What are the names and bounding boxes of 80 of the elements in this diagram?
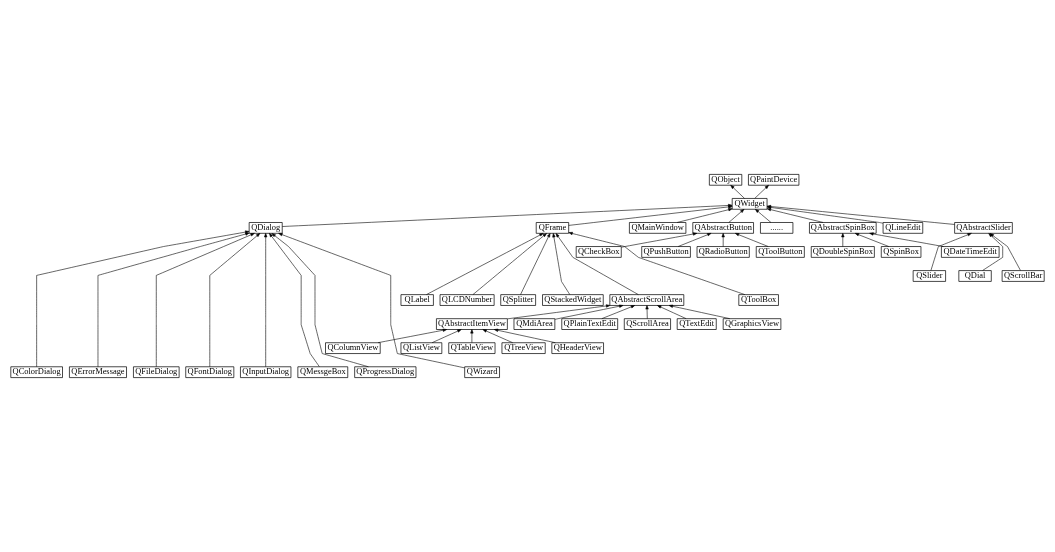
node-box: QDoubleSpinBox (810, 246, 875, 258)
arrow (930, 233, 972, 271)
node-box: QLabel (400, 294, 434, 306)
node-box: QPaintDevice (748, 174, 800, 186)
arrow (734, 233, 769, 247)
arrow (554, 304, 624, 320)
node-box: QErrorMessage (69, 366, 127, 378)
node-box-text: QAbstractSlider (954, 222, 1013, 234)
arrow (621, 232, 698, 248)
node-box: QToolBox (738, 294, 779, 306)
arrow (766, 208, 824, 223)
node-box: ...... (760, 222, 794, 234)
node-box: QMdiArea (513, 318, 556, 330)
node-box: QTreeView (501, 342, 546, 354)
arrow (470, 329, 474, 343)
node-box: QPushButton (641, 246, 691, 258)
node-box: QSplitter (500, 294, 536, 306)
arrow (278, 233, 465, 369)
arrow (601, 305, 636, 319)
arrow (721, 233, 725, 247)
node-box: QSpinBox (880, 246, 922, 258)
arrow (156, 233, 255, 368)
node-box: QProgressDialog (354, 366, 417, 378)
node-box: QScrollBar (1001, 270, 1045, 282)
node-box: QLCDNumber (439, 294, 495, 306)
node-box: QRadioButton (696, 246, 750, 258)
node-box: QObject (709, 174, 743, 186)
node-box: QCheckBox (575, 246, 622, 258)
arrow (507, 304, 611, 320)
arrow (766, 204, 955, 225)
arrow (754, 184, 769, 199)
node-box: QColumnView (325, 342, 381, 354)
arrow (755, 209, 772, 223)
node-box: QLineEdit (882, 222, 924, 234)
node-box: QWizard (464, 366, 500, 378)
node-box: QPlainTextEdit (561, 318, 619, 330)
node-box: QColorDialog (10, 366, 63, 378)
arrow (482, 329, 513, 343)
arrow (854, 233, 890, 247)
node-box: QFrame (535, 222, 570, 234)
node-box: QSlider (912, 270, 946, 282)
arrow (426, 233, 544, 295)
node-box: QDialog (248, 222, 283, 234)
arrow (676, 208, 733, 223)
node-box: QFontDialog (185, 366, 235, 378)
arrow (869, 232, 944, 247)
node-box: QDateTimeEdit (941, 246, 1000, 258)
node-box: QHeaderView (551, 342, 604, 354)
arrow (766, 205, 884, 224)
arrow (568, 231, 746, 295)
arrow (668, 304, 730, 319)
arrow (472, 233, 547, 295)
node-box: QScrollArea (623, 318, 671, 330)
node-box: QStackedWidget (542, 294, 604, 306)
node-box: QMainWindow (629, 222, 687, 234)
arrow (657, 305, 687, 319)
node-box: QTableView (448, 342, 496, 354)
arrow (269, 233, 320, 367)
node-box: QWidget (731, 198, 768, 210)
node-box: QToolButton (755, 246, 805, 258)
arrow (645, 305, 649, 319)
arrow (494, 328, 556, 343)
arrow (841, 233, 845, 247)
node-box: QFileDialog (133, 366, 180, 378)
node-box: QInputDialog (240, 366, 292, 378)
node-box: QGraphicsView (722, 318, 782, 330)
arrow (552, 233, 571, 295)
node-box: QDial (958, 270, 992, 282)
node-box: QTextEdit (676, 318, 717, 330)
arrow (677, 233, 712, 247)
node-box: QMessgeBox (297, 366, 349, 378)
arrow (728, 209, 745, 223)
arrow (377, 328, 447, 343)
arrow (555, 233, 639, 295)
arrow (520, 233, 551, 295)
arrow (730, 184, 745, 199)
node-box: QListView (400, 342, 443, 354)
arrow (264, 233, 268, 368)
arrow (431, 329, 462, 343)
arrow (209, 233, 261, 368)
